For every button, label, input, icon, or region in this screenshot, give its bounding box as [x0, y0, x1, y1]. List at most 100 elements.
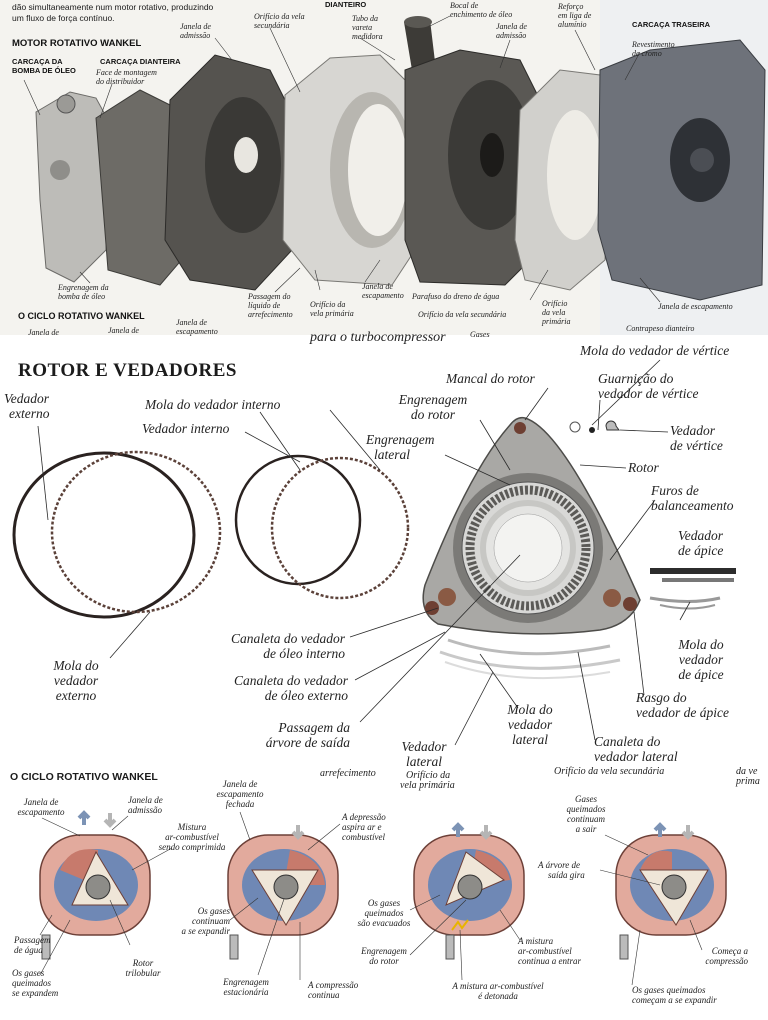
label-line: continuam [192, 916, 230, 926]
label-line: Vedador [4, 391, 49, 406]
label-furos-balanceamento: Furos de balanceamento [651, 483, 733, 513]
label-line: de ápice [678, 667, 724, 682]
label-line: sendo comprimida [158, 842, 226, 852]
label-line: trilobular [125, 968, 161, 978]
cycle-title-top: O CICLO ROTATIVO WANKEL [18, 311, 145, 321]
label-contrapeso: Contrapeso dianteiro [626, 324, 695, 333]
label-line: vedador [53, 673, 99, 688]
label-line: Vedador [678, 528, 723, 543]
label-vedador-lateral: Vedador lateral [394, 739, 454, 769]
cut-label-janela-1: Janela de [28, 328, 59, 337]
label-line: BOMBA DE ÓLEO [12, 66, 76, 75]
label-passagem-arvore: Passagem da árvore de saída [240, 720, 350, 750]
label-line: A mistura ar-combustível [452, 981, 544, 991]
apex-seal-spring [649, 596, 721, 603]
label-canaleta-externo: Canaleta do vedador de óleo externo [180, 673, 348, 703]
cycle-stage-2 [227, 825, 339, 960]
label-face-montagem: Face de montagem do distribuidor [96, 68, 157, 86]
label-mola-vedador-apice: Mola do vedador de ápice [666, 637, 736, 682]
label-orificio-vela-secundaria-2: Orifício da vela secundária [418, 310, 507, 319]
label-line: Tubo da [352, 14, 379, 23]
label-mola-vedador-lateral: Mola do vedador lateral [500, 702, 560, 747]
label-parafuso-dreno: Parafuso do dreno de água [412, 292, 500, 301]
label-line: queimados [566, 804, 606, 814]
label-rotor: Rotor [628, 460, 659, 475]
label-line: Os gases queimados [632, 985, 706, 995]
cut-label-right: da ve prima [736, 767, 760, 787]
label-depressao: A depressão aspira ar e combustível [342, 812, 386, 842]
outer-seal-rings [12, 450, 222, 619]
label-line: Os gases [367, 898, 401, 908]
label-revestimento: Revestimento de cromo [632, 40, 675, 58]
label-carcaca-bomba: CARCAÇA DA BOMBA DE ÓLEO [12, 57, 76, 75]
label-line: estacionária [223, 987, 269, 997]
engine-section-title: MOTOR ROTATIVO WANKEL [12, 38, 142, 49]
label-line: lateral [406, 754, 442, 769]
label-line: a sair [575, 824, 597, 834]
label-janela-admissao: Janela de admissão [128, 795, 163, 815]
label-gases-expandem: Os gases queimados se expandem [12, 968, 58, 998]
label-dianteiro: DIANTEIRO [325, 0, 367, 9]
label-engrenagem-rotor-cycle: Engrenagem do rotor [354, 946, 414, 966]
label-mola-vedador-externo: Mola do vedador externo [36, 658, 116, 703]
label-vedador-interno: Vedador interno [142, 421, 230, 436]
label-line: Mistura [177, 822, 207, 832]
label-engrenagem-lateral: Engrenagem lateral [366, 432, 434, 462]
inner-seal-rings [234, 454, 410, 600]
vertex-seal [605, 420, 620, 431]
label-engrenagem-estacionaria: Engrenagem estacionária [206, 977, 286, 997]
label-line: são evacuados [357, 918, 411, 928]
label-line: de água [14, 945, 43, 955]
label-line: Orifício da vela [254, 12, 305, 21]
side-seal [439, 650, 621, 670]
label-line: enchimento de óleo [450, 10, 513, 19]
label-line: prima [736, 776, 760, 787]
label-line: de cromo [632, 49, 662, 58]
label-line: Vedador [670, 423, 715, 438]
label-line: Janela de [176, 318, 207, 327]
label-line: admissão [180, 31, 211, 40]
label-line: Engrenagem [366, 432, 435, 447]
label-rasgo: Rasgo do vedador de ápice [636, 690, 729, 720]
label-line: escapamento [216, 789, 264, 799]
label-mistura-detonada: A mistura ar-combustível é detonada [438, 981, 558, 1001]
label-line: a se expandir [181, 926, 231, 936]
label-line: Mola do [53, 658, 99, 673]
side-seal-spring [447, 638, 611, 656]
cycle-stage-1 [39, 810, 151, 960]
label-line: A mistura [518, 936, 554, 946]
label-line: Revestimento [632, 40, 675, 49]
label-line: é detonada [478, 991, 518, 1001]
label-line: aspira ar e [342, 822, 382, 832]
label-line: fechada [225, 799, 255, 809]
label-line: Mola do [678, 637, 724, 652]
cycle-stage-3 [413, 822, 525, 960]
label-line: Bocal de [450, 1, 479, 10]
label-passagem-liquido: Passagem do líquido de arrefecimento [248, 292, 293, 319]
label-line: combustível [342, 832, 385, 842]
cut-label-janela-3: Janela de escapamento [176, 318, 218, 336]
label-canaleta-lateral: Canaleta do vedador lateral [594, 734, 678, 764]
label-line: escapamento [176, 327, 218, 336]
label-line: A compressão [308, 980, 359, 990]
label-line: da vela [542, 308, 566, 317]
vertex-spring [569, 421, 581, 433]
label-carcaca-traseira: CARCAÇA TRASEIRA [632, 20, 711, 29]
label-orificio-vela-primaria-2: Orifício da vela primária [542, 299, 570, 326]
label-canaleta-interno: Canaleta do vedador de óleo interno [180, 631, 345, 661]
rotor-body [422, 416, 641, 635]
label-mancal-rotor: Mancal do rotor [446, 371, 535, 386]
label-line: externo [55, 688, 97, 703]
label-line: do rotor [410, 407, 456, 422]
label-line: admissão [496, 31, 527, 40]
label-line: vedador de vértice [598, 386, 699, 401]
label-line: arrefecimento [248, 310, 293, 319]
label-line: lateral [512, 732, 548, 747]
label-line: continuam [567, 814, 605, 824]
label-line: Os gases [197, 906, 230, 916]
label-line: Orifício [542, 299, 568, 308]
label-line: Janela de [222, 779, 258, 789]
label-line: Canaleta do [594, 734, 661, 749]
intro-text: dão simultaneamente num motor rotativo, … [12, 2, 213, 24]
label-mistura-entrar: A mistura ar-combustível continua a entr… [518, 936, 581, 966]
